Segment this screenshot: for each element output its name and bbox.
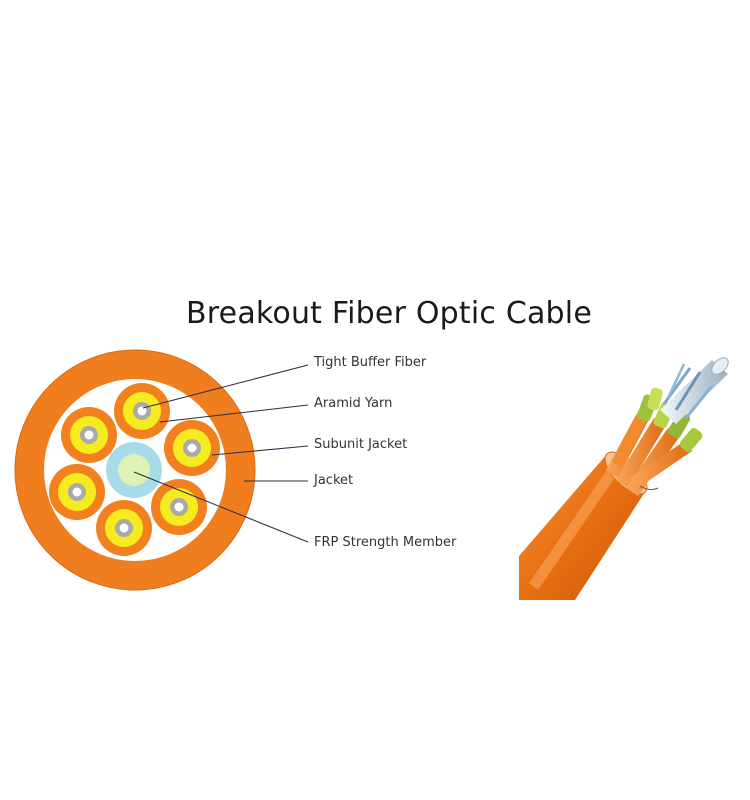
- leader-tight-buffer: [142, 364, 309, 409]
- leader-subunit-jacket: [211, 445, 309, 456]
- subunit: [114, 383, 170, 439]
- leader-aramid-yarn: [159, 404, 309, 423]
- cable-cross-section: [14, 349, 256, 591]
- label-jacket: Jacket: [314, 473, 354, 488]
- leader-lines: [133, 364, 309, 543]
- subunit: [164, 420, 220, 476]
- leader-frp: [133, 471, 309, 543]
- subunit: [49, 464, 105, 520]
- frp-strength-member-core: [118, 454, 150, 486]
- subunit: [96, 500, 152, 556]
- subunit: [61, 407, 117, 463]
- label-tight-buffer-fiber: Tight Buffer Fiber: [314, 355, 427, 370]
- diagram-title: Breakout Fiber Optic Cable: [186, 296, 592, 331]
- label-frp-strength-member: FRP Strength Member: [314, 535, 457, 550]
- label-aramid-yarn: Aramid Yarn: [314, 396, 393, 411]
- subunit: [151, 479, 207, 535]
- label-subunit-jacket: Subunit Jacket: [314, 437, 408, 452]
- cable-3d-illustration: [519, 357, 729, 600]
